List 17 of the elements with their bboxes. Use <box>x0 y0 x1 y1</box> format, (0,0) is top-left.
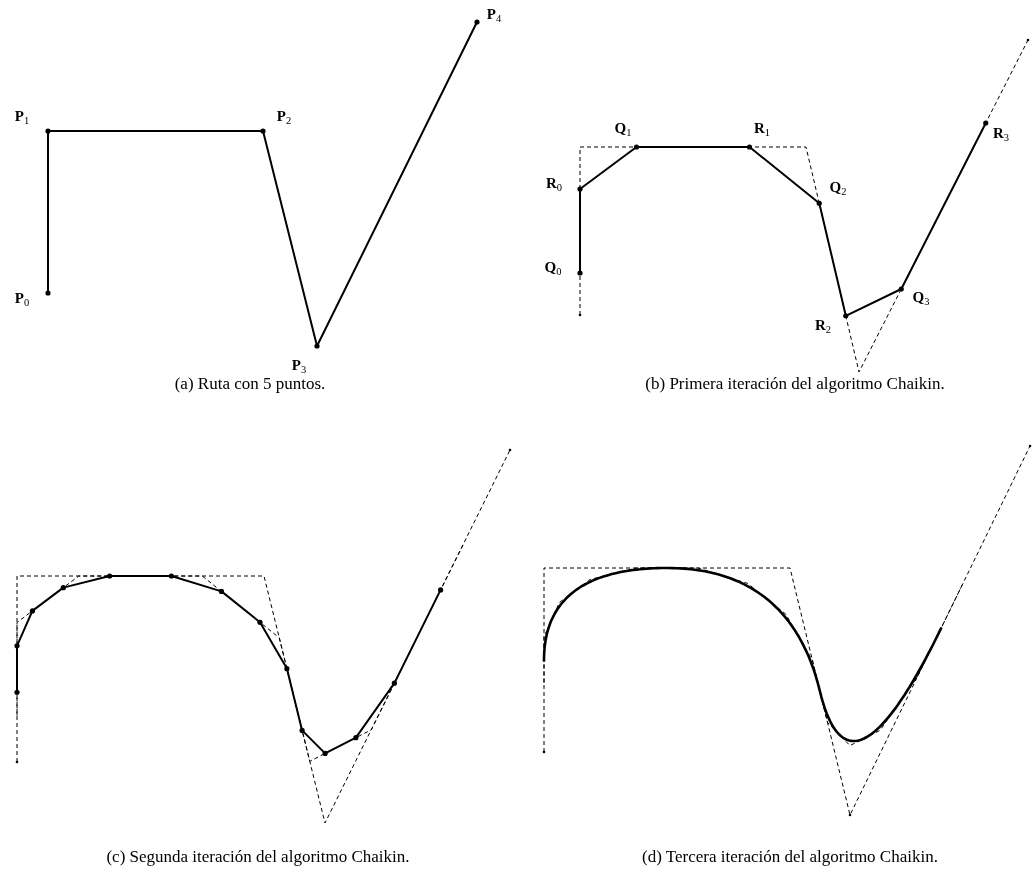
point-label: Q$_{1}$ <box>614 121 632 139</box>
point-label: R$_{1}$ <box>753 121 771 139</box>
subfigure-caption: (a) Ruta con 5 puntos. <box>174 374 326 392</box>
subfigure-caption: (c) Segunda iteración del algoritmo Chaikin. <box>106 847 410 865</box>
point-label: P$_{3}$ <box>291 358 307 376</box>
point-label: R$_{2}$ <box>814 318 832 336</box>
point-label: Q$_{3}$ <box>912 290 930 308</box>
point-label: R$_{0}$ <box>545 176 563 194</box>
point-label: P$_{4}$ <box>486 7 502 25</box>
point-label: R$_{3}$ <box>992 126 1010 144</box>
point-label: Q$_{2}$ <box>829 180 847 198</box>
point-label: P$_{2}$ <box>276 109 292 127</box>
point-label: P$_{0}$ <box>14 291 30 309</box>
point-label: Q$_{0}$ <box>544 260 562 278</box>
subfigure-caption: (d) Tercera iteración del algoritmo Chaikin. <box>642 847 938 865</box>
point-label: P$_{1}$ <box>14 109 30 127</box>
subfigure-caption: (b) Primera iteración del algoritmo Chaikin. <box>645 374 945 392</box>
